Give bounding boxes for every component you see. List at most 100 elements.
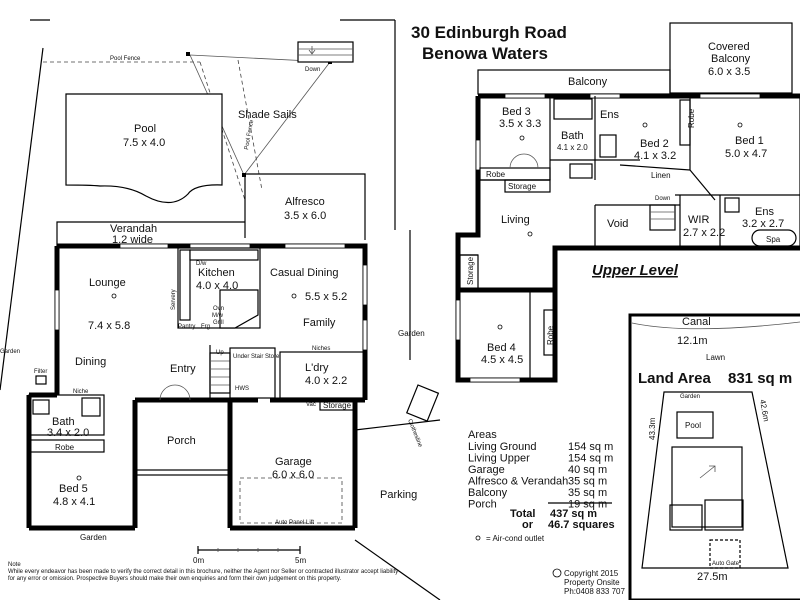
upper-level-label: Upper Level [592,262,679,279]
site-plan: Canal 12.1m Lawn Land Area 831 sq m Gard… [628,313,800,600]
area-row-label: Living Upper [468,453,530,465]
garage-size: 6.0 x 6.0 [272,469,314,481]
entry-label: Entry [170,363,196,375]
robe-b-label: Robe [687,108,696,128]
area-row-label: Garage [468,464,505,476]
garden-right-label: Garden [398,329,425,338]
scale-5-label: 5m [295,556,306,565]
kitchen-size: 4.0 x 4.0 [196,280,238,292]
verandah-name: Verandah [110,223,157,235]
covered-balcony-name: Covered [708,41,750,53]
areas-heading: Areas [468,429,497,441]
bed1-name: Bed 1 [735,135,764,147]
area-row-label: Porch [468,499,497,511]
site-pool-label: Pool [685,421,701,430]
pantry-label: Pantry [178,324,195,330]
oven-label: Ovn [213,306,224,312]
alfresco-name: Alfresco [285,196,325,208]
storage-b-label: Storage [466,256,475,285]
area-row-value: 154 sq m [568,453,613,465]
living-label: Living [501,214,530,226]
garage-name: Garage [275,456,312,468]
ens-a-label: Ens [600,109,619,121]
dw-label: D/w [196,261,207,267]
spa-label: Spa [766,235,781,244]
site-left-side: 43.3m [648,417,657,440]
bath-size: 3.4 x 2.0 [47,427,89,439]
areas-squares-value: 46.7 squares [548,519,615,531]
porch-label: Porch [167,435,196,447]
scale-0-label: 0m [193,556,204,565]
robe-c-label: Robe [546,325,555,345]
pool-shape [65,93,223,204]
balcony-label: Balcony [568,76,608,88]
bed2-size: 4.1 x 3.2 [634,150,676,162]
garden-left-label: Garden [0,349,20,355]
bed4-size: 4.5 x 4.5 [481,354,523,366]
alfresco-size: 3.5 x 6.0 [284,210,326,222]
copyright-icon [552,568,562,578]
dining-label: Dining [75,356,106,368]
bed5-size: 4.8 x 4.1 [53,496,95,508]
bed1-size: 5.0 x 4.7 [725,148,767,160]
area-row-value: 40 sq m [568,464,607,476]
bed5-name: Bed 5 [59,483,88,495]
note-heading: Note [8,562,21,568]
casual-dining-size: 5.5 x 5.2 [305,291,347,303]
lawn-label: Lawn [706,353,725,362]
area-row-value: 35 sq m [568,476,607,488]
footer: Note While every endeavor has been made … [8,562,625,596]
auto-panel-lift-label: Auto Panel Lift [275,520,314,526]
casual-dining-name: Casual Dining [270,267,338,279]
robe-label: Robe [55,443,75,452]
covered-balcony-name2: Balcony [711,53,751,65]
grill-label: Grill [213,320,224,326]
site-bottom-width: 27.5m [697,571,728,583]
kitchen-name: Kitchen [198,267,235,279]
area-row-label: Living Ground [468,441,537,453]
parking-label: Parking [380,489,417,501]
down-label: Down [655,196,670,202]
aircon-legend: = Air-cond outlet [486,534,545,543]
areas-total-label: Total [510,508,535,520]
company-label: Property Onsite [564,578,620,587]
upper-bath-name: Bath [561,130,584,142]
land-area-value: 831 sq m [728,370,792,387]
pool-fence-vertical-label: Pool Fence [244,119,255,151]
pool-size: 7.5 x 4.0 [123,137,165,149]
address-line2: Benowa Waters [422,44,548,63]
bed3-size: 3.5 x 3.3 [499,118,541,130]
ground-level: Pool Fence Pool Fence Down Pool 7.5 x 4.… [0,19,441,600]
garden-bottom-label: Garden [80,533,107,542]
servery-label: Servery [171,289,177,310]
shade-sails-label: Shade Sails [238,109,297,121]
ens-b-size: 3.2 x 2.7 [742,218,784,230]
up-label: Up [216,350,224,356]
areas-or-label: or [522,519,534,531]
note-line2: for any error or omission. Prospective B… [8,576,341,582]
hws-label: HWS [235,386,249,392]
robe-a-label: Robe [486,170,506,179]
storage-a-label: Storage [508,182,537,191]
lounge-size: 7.4 x 5.8 [88,320,130,332]
upper-bath-size: 4.1 x 2.0 [557,143,588,152]
site-garden-label: Garden [680,394,700,400]
address-line1: 30 Edinburgh Road [411,23,567,42]
laundry-name: L'dry [305,362,329,374]
wir-size: 2.7 x 2.2 [683,227,725,239]
canal-label: Canal [682,316,711,328]
bed3-name: Bed 3 [502,106,531,118]
phone-label: Ph:0408 833 707 [564,587,625,596]
area-row-value: 35 sq m [568,487,607,499]
site-right-side: 42.6m [758,399,771,423]
area-row-label: Balcony [468,487,508,499]
bed4-name: Bed 4 [487,342,516,354]
covered-balcony-size: 6.0 x 3.5 [708,66,750,78]
mw-label: M/w [212,313,224,319]
note-line1: While every endeavor has been made to ve… [8,569,398,575]
laundry-size: 4.0 x 2.2 [305,375,347,387]
family-label: Family [303,317,336,329]
wir-name: WIR [688,214,709,226]
site-top-width: 12.1m [677,335,708,347]
